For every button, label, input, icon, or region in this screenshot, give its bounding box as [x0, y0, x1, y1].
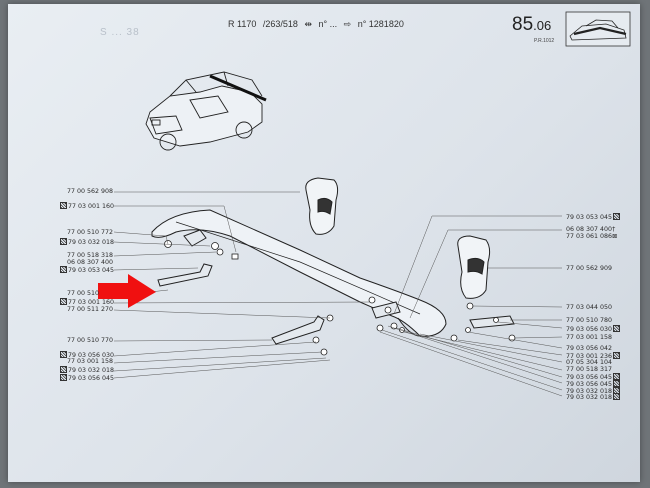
part-number-text: 77 03 061 086	[566, 233, 613, 240]
thumbnail-car-icon	[565, 11, 631, 47]
part-number: 77 03 061 086⊠	[566, 233, 617, 240]
leader-lines	[113, 191, 563, 397]
page-number: 85.06	[512, 14, 551, 36]
highlight-arrow-icon	[98, 274, 156, 308]
part-number: 77 03 001 236	[566, 352, 620, 360]
part-number: 77 00 518 318	[67, 252, 114, 259]
part-number: 79 03 032 018	[566, 393, 620, 401]
part-number: 79 03 056 030	[566, 325, 620, 333]
to-arrow-icon: ⇨	[343, 19, 352, 29]
part-number-text: 06 08 307 400	[566, 226, 613, 233]
part-number: 77 00 510 770	[67, 337, 114, 344]
part-number: 79 03 056 045	[566, 373, 620, 381]
page-suffix: .06	[533, 18, 552, 33]
part-number: 79 03 056 042	[566, 345, 613, 352]
part-number: 06 08 307 400†	[566, 226, 615, 233]
page-header: R 1170 /263/518 ⇹ n° ... ⇨ n° 1281820	[228, 19, 408, 30]
part-number: 79 03 056 045	[566, 380, 620, 388]
part-number: 77 00 511 270	[67, 306, 114, 313]
from-number: n° ...	[318, 19, 338, 29]
part-number: 79 03 056 030	[60, 351, 114, 359]
part-number: 77 00 510 772	[67, 229, 114, 236]
part-number: 79 03 056 045	[60, 374, 114, 382]
page-main: 85	[512, 14, 534, 35]
part-number: 77 00 562 908	[67, 188, 114, 195]
fastener-parts	[164, 240, 516, 356]
overrider-left-icon	[305, 177, 339, 235]
page-code: P.R.1012	[534, 38, 555, 44]
from-arrow-icon: ⇹	[304, 19, 312, 29]
variant-codes: /263/518	[262, 19, 298, 29]
part-number: 77 00 510	[67, 290, 100, 297]
car-illustration-icon	[145, 71, 267, 151]
part-number: 79 03 053 045	[60, 266, 114, 274]
part-number: 06 08 307 400	[67, 259, 114, 266]
part-number: 77 03 001 158	[566, 334, 613, 341]
part-number: 79 03 032 018	[566, 387, 620, 395]
part-number: 79 03 053 045	[566, 213, 620, 221]
part-number: 07 05 304 104	[566, 359, 613, 366]
part-number: 77 00 518 317	[566, 366, 613, 373]
part-number: 77 03 044 050	[566, 304, 613, 311]
model-ref: R 1170	[228, 19, 257, 29]
part-number: 77 03 001 160	[60, 298, 114, 306]
part-mark: ⊠	[612, 233, 618, 240]
part-number: 79 03 032 018	[60, 238, 114, 246]
part-number: 77 00 562 909	[566, 265, 613, 272]
part-number: 77 03 001 160	[60, 202, 114, 210]
part-mark: †	[612, 226, 616, 233]
to-number: n° 1281820	[357, 19, 404, 29]
overrider-right-icon	[457, 235, 491, 299]
faded-text: S ... 38	[100, 27, 140, 38]
part-number: 77 03 001 158	[67, 358, 114, 365]
part-number: 79 03 032 018	[60, 366, 114, 374]
part-number: 77 00 510 780	[566, 317, 613, 324]
